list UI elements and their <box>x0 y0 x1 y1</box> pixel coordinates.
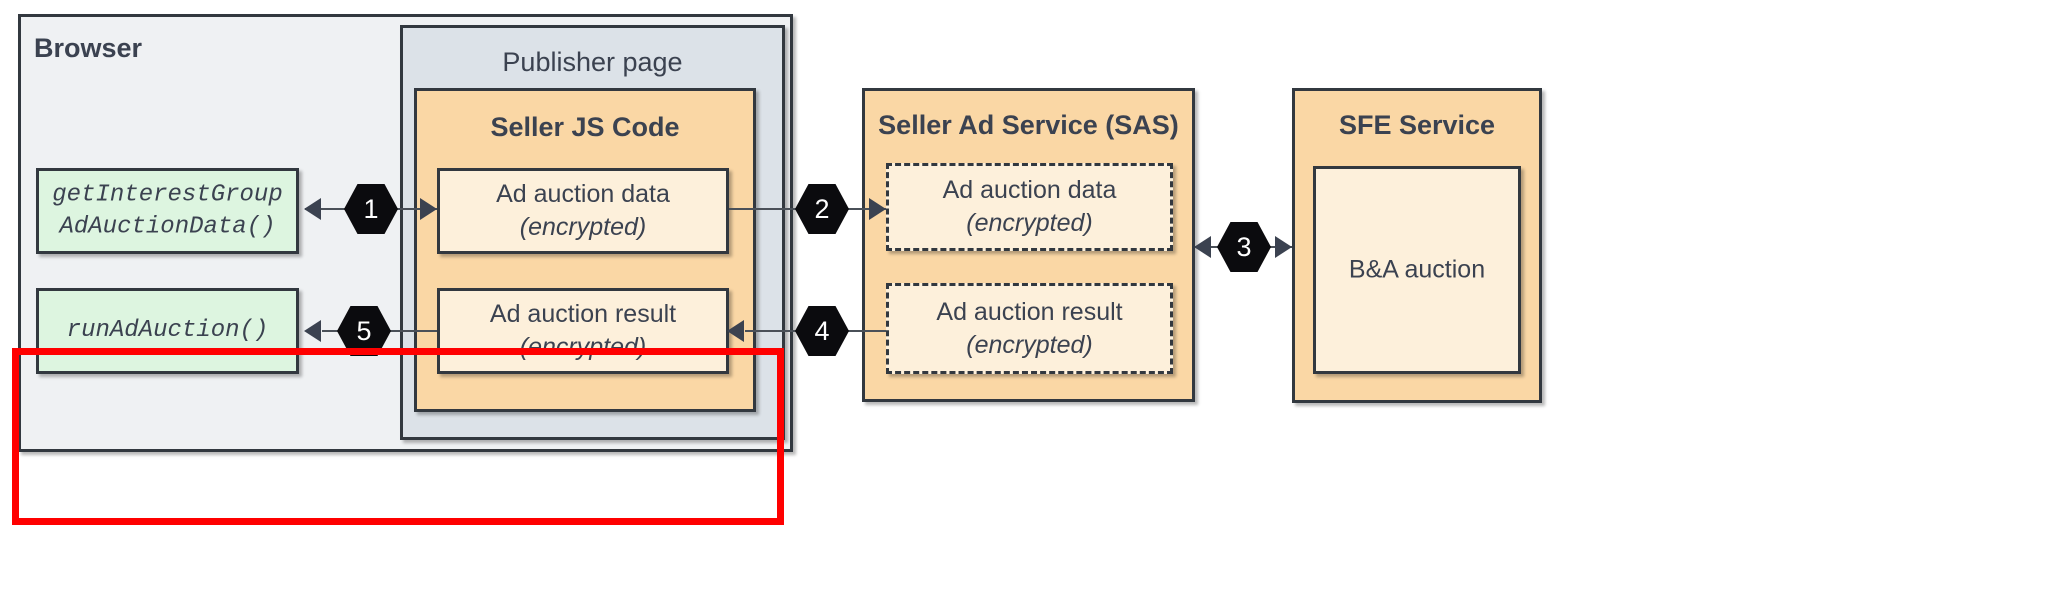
run-ad-auction-label: runAdAuction() <box>66 317 269 345</box>
step-marker-2-number: 2 <box>814 193 830 224</box>
arrow-step-3-right <box>1275 236 1292 258</box>
ba-auction-label: B&A auction <box>1348 255 1486 284</box>
sas-ad-auction-result-line2: (encrypted) <box>966 330 1093 359</box>
step-marker-5-number: 5 <box>356 315 372 346</box>
step-marker-3: 3 <box>1217 222 1271 272</box>
arrow-step-5-left <box>304 320 321 342</box>
sas-ad-auction-result-line1: Ad auction result <box>936 297 1123 326</box>
sas-ad-auction-data-line2: (encrypted) <box>966 209 1093 237</box>
run-ad-auction-box: runAdAuction() <box>36 288 299 374</box>
seller-js-code-title: Seller JS Code <box>490 112 680 142</box>
sas-ad-auction-result-label: Ad auction result (encrypted) <box>889 296 1170 362</box>
step-marker-2: 2 <box>795 184 849 234</box>
publisher-page-title: Publisher page <box>502 47 683 77</box>
js-ad-auction-data-box: Ad auction data (encrypted) <box>437 168 729 254</box>
get-interest-group-ad-auction-data-label: getInterestGroup AdAuctionData() <box>52 181 283 240</box>
js-ad-auction-result-line1: Ad auction result <box>489 300 677 328</box>
arrow-step-4-left <box>727 320 744 342</box>
sfe-title: SFE Service <box>1338 110 1496 140</box>
js-ad-auction-data-line2: (encrypted) <box>519 213 647 241</box>
step-marker-3-number: 3 <box>1236 231 1252 262</box>
step-marker-1-number: 1 <box>363 193 379 224</box>
sas-ad-auction-data-label: Ad auction data (encrypted) <box>889 174 1170 240</box>
arrow-step-2-right <box>869 198 886 220</box>
step-marker-4: 4 <box>795 306 849 356</box>
js-ad-auction-data-label: Ad auction data (encrypted) <box>440 178 726 244</box>
js-ad-auction-data-line1: Ad auction data <box>496 180 670 208</box>
browser-title: Browser <box>34 33 143 63</box>
arrow-step-1-left <box>304 198 321 220</box>
js-ad-auction-result-box: Ad auction result (encrypted) <box>437 288 729 374</box>
sas-title: Seller Ad Service (SAS) <box>878 110 1179 140</box>
sas-ad-auction-result-box: Ad auction result (encrypted) <box>886 283 1173 374</box>
sas-ad-auction-data-box: Ad auction data (encrypted) <box>886 163 1173 251</box>
ba-auction-box: B&A auction <box>1313 166 1521 374</box>
step-marker-4-number: 4 <box>814 315 830 346</box>
step-marker-5: 5 <box>337 306 391 356</box>
js-ad-auction-result-line2: (encrypted) <box>519 333 647 361</box>
get-interest-group-ad-auction-data-box: getInterestGroup AdAuctionData() <box>36 168 299 254</box>
arrow-step-1-right <box>420 198 437 220</box>
sas-ad-auction-data-line1: Ad auction data <box>942 176 1117 204</box>
arrow-step-3-left <box>1194 236 1211 258</box>
js-ad-auction-result-label: Ad auction result (encrypted) <box>440 298 726 364</box>
